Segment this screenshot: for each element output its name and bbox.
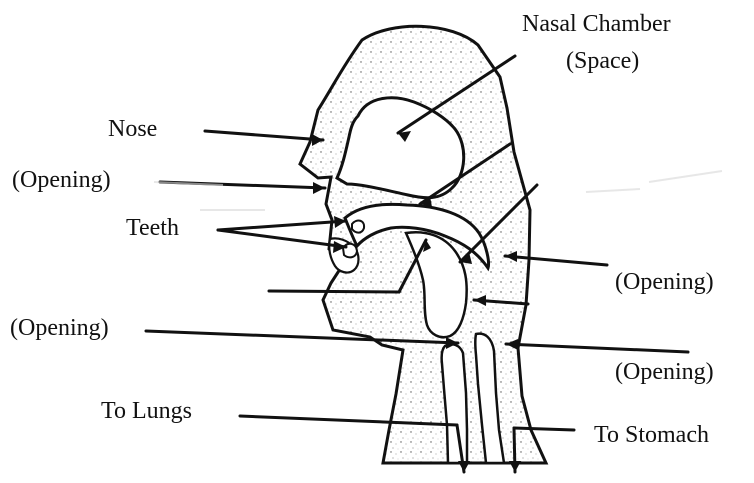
teeth-line-upper	[218, 221, 346, 230]
nasal-chamber-label-line-1: Nasal Chamber	[522, 12, 671, 36]
to-stomach-label: To Stomach	[594, 423, 709, 447]
to-stomach-line	[514, 428, 574, 430]
arrow-to-lungs	[458, 461, 470, 472]
opening-right-2-line	[506, 344, 688, 352]
to-lungs-label: To Lungs	[101, 399, 192, 423]
nose-line	[205, 131, 323, 140]
teeth-label: Teeth	[126, 216, 179, 240]
nose-label: Nose	[108, 117, 157, 141]
upper-teeth	[352, 221, 364, 233]
scan-mark-2	[649, 171, 722, 182]
opening-left-label-1: (Opening)	[12, 168, 111, 192]
opening-left-label-2: (Opening)	[10, 316, 109, 340]
opening-right-label-1: (Opening)	[615, 270, 714, 294]
arrow-opening-left-1	[313, 182, 325, 194]
opening-right-label-2: (Opening)	[615, 360, 714, 384]
teeth-line-lower	[218, 230, 346, 247]
tongue-line	[269, 291, 399, 292]
scan-mark-3	[586, 189, 640, 192]
nasal-chamber-label-line-2: (Space)	[566, 49, 639, 73]
arrow-to-stomach	[509, 461, 521, 472]
